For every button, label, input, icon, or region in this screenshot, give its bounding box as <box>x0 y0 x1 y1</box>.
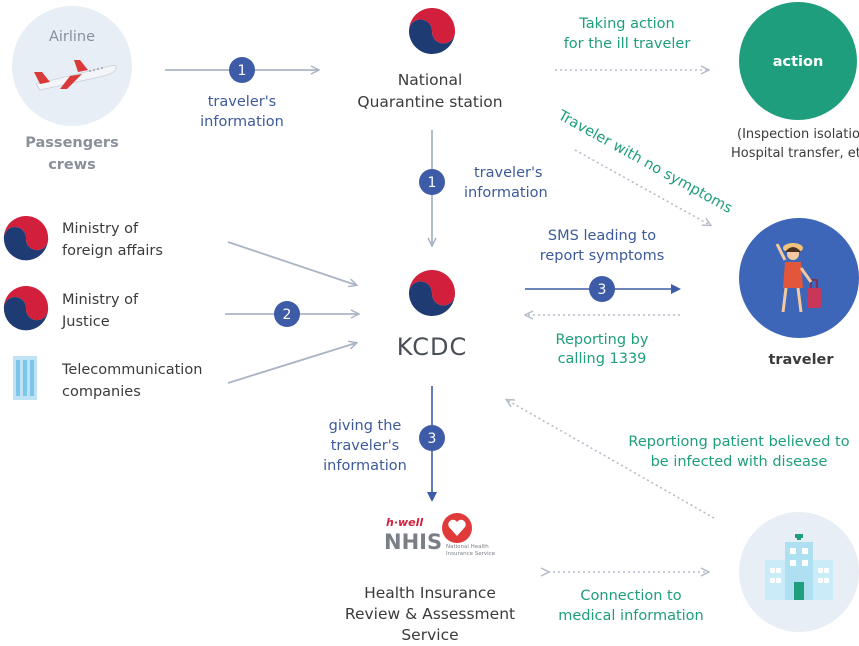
hira-title-3: Service <box>401 626 459 644</box>
hira-title-2: Review & Assessment <box>344 605 516 623</box>
step-badge-3-down: 3 <box>419 425 445 451</box>
korea-emblem-icon <box>1 216 51 267</box>
arrow-quarantine-to-traveler <box>574 149 710 225</box>
heart-logo-icon <box>442 513 472 543</box>
svg-text:3: 3 <box>428 431 437 447</box>
label-travelers-info-top-1: traveler's <box>207 94 277 110</box>
arrow-foreign-to-kcdc <box>227 241 356 285</box>
step-badge-1-mid: 1 <box>419 169 445 195</box>
label-giving-2: traveler's <box>330 438 400 454</box>
quarantine-title-2: Quarantine station <box>357 93 503 111</box>
airplane-icon <box>34 60 117 91</box>
label-reporting-1: Reporting by <box>555 332 649 348</box>
ministry-justice-2: Justice <box>62 314 110 330</box>
korea-emblem-icon <box>1 286 51 337</box>
action-note-1: (Inspection isolation <box>737 127 859 142</box>
traveler-title: traveler <box>768 352 834 368</box>
svg-text:3: 3 <box>598 282 607 298</box>
airline-title: Airline <box>48 29 96 45</box>
quarantine-title-1: National <box>397 71 463 89</box>
airline-caption-1: Passengers <box>25 135 119 151</box>
action-title: action <box>772 54 824 70</box>
telecom-1: Telecommunication <box>62 362 203 378</box>
hira-title-1: Health Insurance <box>364 584 496 602</box>
nhis-logo: h·well NHIS National Health Insurance Se… <box>382 512 502 562</box>
airline-node: Airline <box>12 6 132 126</box>
svg-text:1: 1 <box>428 175 437 191</box>
telecom-2: companies <box>62 384 141 400</box>
traveler-node <box>739 218 859 338</box>
label-connection-1: Connection to <box>580 588 682 604</box>
step-badge-3-right: 3 <box>589 276 615 302</box>
label-travelers-info-mid-2: information <box>464 185 548 201</box>
traveler-icon <box>775 243 821 313</box>
label-reportiong-1: Reportiong patient believed to <box>628 434 850 450</box>
nhis-brand-small: h·well <box>386 516 424 529</box>
step-badge-1-top: 1 <box>229 57 255 83</box>
svg-text:2: 2 <box>283 307 292 323</box>
label-sms-1: SMS leading to <box>547 228 657 244</box>
label-connection-2: medical information <box>558 608 704 624</box>
airline-caption-2: crews <box>48 157 96 173</box>
korea-emblem-icon <box>407 8 457 60</box>
building-icon <box>13 356 37 400</box>
label-reporting-2: calling 1339 <box>557 351 647 367</box>
arrow-telecom-to-kcdc <box>227 343 356 384</box>
nhis-brand-sub-2: Insurance Service <box>446 551 496 557</box>
action-note-2: Hospital transfer, etc <box>731 146 859 161</box>
kcdc-title: KCDC <box>396 333 468 361</box>
nhis-brand-sub-1: National Health <box>446 544 489 550</box>
label-taking-action-2: for the ill traveler <box>563 36 691 52</box>
action-node: action <box>739 2 857 120</box>
step-badge-2: 2 <box>274 301 300 327</box>
label-sms-2: report symptoms <box>539 248 665 264</box>
label-travelers-info-top-2: information <box>200 114 284 130</box>
label-taking-action-1: Taking action <box>579 16 675 32</box>
label-giving-3: information <box>323 458 407 474</box>
ministry-foreign-1: Ministry of <box>62 221 139 237</box>
label-travelers-info-mid-1: traveler's <box>474 165 543 181</box>
nhis-brand: NHIS <box>384 530 443 554</box>
ministry-foreign-2: foreign affairs <box>62 243 163 259</box>
ministry-justice-1: Ministry of <box>62 292 139 308</box>
label-reportiong-2: be infected with disease <box>650 454 828 470</box>
hospital-icon <box>765 534 833 600</box>
korea-emblem-icon <box>407 270 457 322</box>
hospital-node <box>739 512 859 632</box>
label-giving-1: giving the <box>328 418 402 434</box>
svg-text:1: 1 <box>238 63 247 79</box>
